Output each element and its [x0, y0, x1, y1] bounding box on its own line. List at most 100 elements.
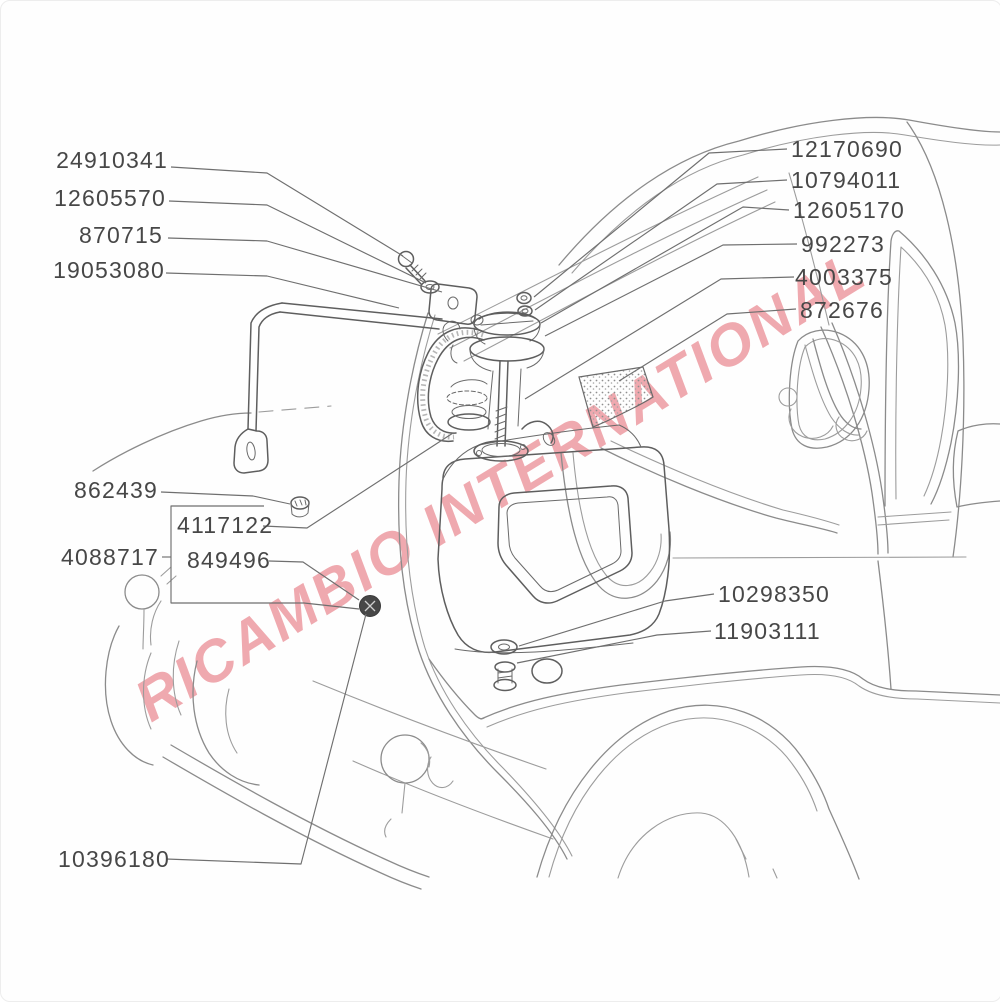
door-cut-line [877, 560, 892, 690]
tank-bolt [493, 661, 517, 692]
part-label-19053080: 19053080 [53, 257, 165, 283]
felt-pad [578, 366, 654, 428]
fender-blob [427, 756, 454, 789]
part-label-10396180: 10396180 [58, 846, 170, 872]
rear-tire [617, 812, 750, 879]
cowl-door-edge-inner [405, 314, 573, 857]
rear-wheel-arch-inner [548, 717, 818, 878]
mounting-plate [428, 283, 478, 325]
part-label-872676: 872676 [800, 297, 884, 323]
breather-hose [416, 320, 485, 443]
windshield-line-2 [449, 189, 768, 349]
foot-left-edge [428, 658, 485, 720]
strap-slot [246, 441, 256, 461]
leader-10298350 [518, 593, 715, 647]
part-label-862439: 862439 [74, 477, 158, 503]
leader-4117122 [262, 432, 454, 529]
leader-lines [160, 148, 798, 865]
part-label-11903111: 11903111 [714, 618, 821, 644]
tire-mark-1 [735, 838, 747, 860]
bonnet-curve [92, 412, 252, 472]
gasket-rings [446, 379, 491, 431]
group-bracket [170, 505, 360, 610]
leader-12170690 [533, 148, 788, 298]
vent-elbow [521, 420, 554, 444]
part-label-870715: 870715 [79, 222, 163, 248]
headlight [124, 574, 160, 610]
vent-window-outer [788, 329, 870, 449]
vent-elbow-end [542, 432, 556, 446]
front-fender-2 [143, 652, 152, 730]
part-label-4088717: 4088717 [61, 544, 159, 570]
part-label-10298350: 10298350 [718, 581, 830, 607]
leader-19053080 [165, 272, 400, 309]
part-label-992273: 992273 [801, 231, 885, 257]
window-sill-1 [877, 511, 952, 518]
tank-flange [454, 642, 634, 654]
headlight-stalk [142, 608, 145, 650]
interior-blob-2 [835, 416, 868, 442]
rear-wheel-arch-outer [536, 704, 860, 880]
vent-window-divider-2 [804, 344, 860, 436]
fuel-tank-assembly [233, 250, 671, 692]
roofline [558, 116, 1000, 266]
front-wheel-arch [192, 660, 260, 786]
front-fender-3 [172, 640, 182, 716]
sill-line-inner [486, 673, 1000, 728]
jack-stem [384, 782, 406, 838]
tire-mark-2 [772, 868, 778, 879]
a-pillar-top [788, 172, 830, 326]
jack-point [380, 734, 430, 784]
tank-top-edge-right [618, 424, 642, 448]
front-fender-4 [149, 600, 162, 646]
grommet-small [290, 496, 310, 518]
small-washers [516, 291, 533, 317]
part-number-labels: 24910341 12605570 870715 19053080 862439… [53, 136, 905, 872]
leader-10396180 [165, 613, 367, 865]
windshield-line-3 [463, 201, 776, 362]
leader-24910341 [170, 166, 404, 257]
part-label-10794011: 10794011 [791, 167, 901, 193]
leader-992273 [544, 243, 798, 337]
grommet-dark [359, 595, 381, 617]
vent-window-divider [812, 338, 862, 430]
leader-862439 [160, 491, 291, 505]
leader-10794011 [534, 179, 788, 311]
front-tire [225, 688, 238, 754]
part-label-4003375: 4003375 [795, 264, 893, 290]
part-label-24910341: 24910341 [56, 147, 168, 173]
c-pillar [906, 121, 965, 558]
interior-blob-1 [788, 408, 834, 439]
part-label-12605170: 12605170 [793, 197, 905, 223]
part-label-12170690: 12170690 [791, 136, 903, 162]
part-label-849496: 849496 [187, 547, 271, 573]
jack-point-shade [420, 742, 431, 768]
sill-line-outer [480, 665, 1000, 720]
valence-line-1 [312, 680, 547, 770]
quarter-window [952, 423, 1000, 508]
leader-872676 [618, 308, 797, 382]
bumper-inner [170, 744, 430, 878]
leader-870715 [167, 237, 443, 293]
fuel-tank-body [437, 446, 671, 654]
bonnet-crease [258, 405, 332, 413]
trunk-channel-inner [572, 452, 662, 587]
hose-clip [442, 320, 461, 364]
speed-mark-1 [160, 566, 172, 577]
door-window-outer [884, 230, 960, 507]
foot-hole [531, 658, 563, 684]
bumper-outer [162, 756, 422, 890]
tank-washer [490, 639, 518, 655]
beltline [672, 556, 967, 559]
valence-line-2 [352, 760, 554, 840]
cowl-door-edge-outer [397, 312, 568, 860]
tank-inset-inner [506, 496, 622, 593]
part-label-12605570: 12605570 [54, 185, 166, 211]
support-strap [233, 302, 443, 474]
fuel-sender-rod [494, 360, 509, 447]
scuttle-curve [600, 447, 838, 534]
vent-window-inner [796, 338, 862, 441]
leader-12605170 [540, 206, 790, 324]
